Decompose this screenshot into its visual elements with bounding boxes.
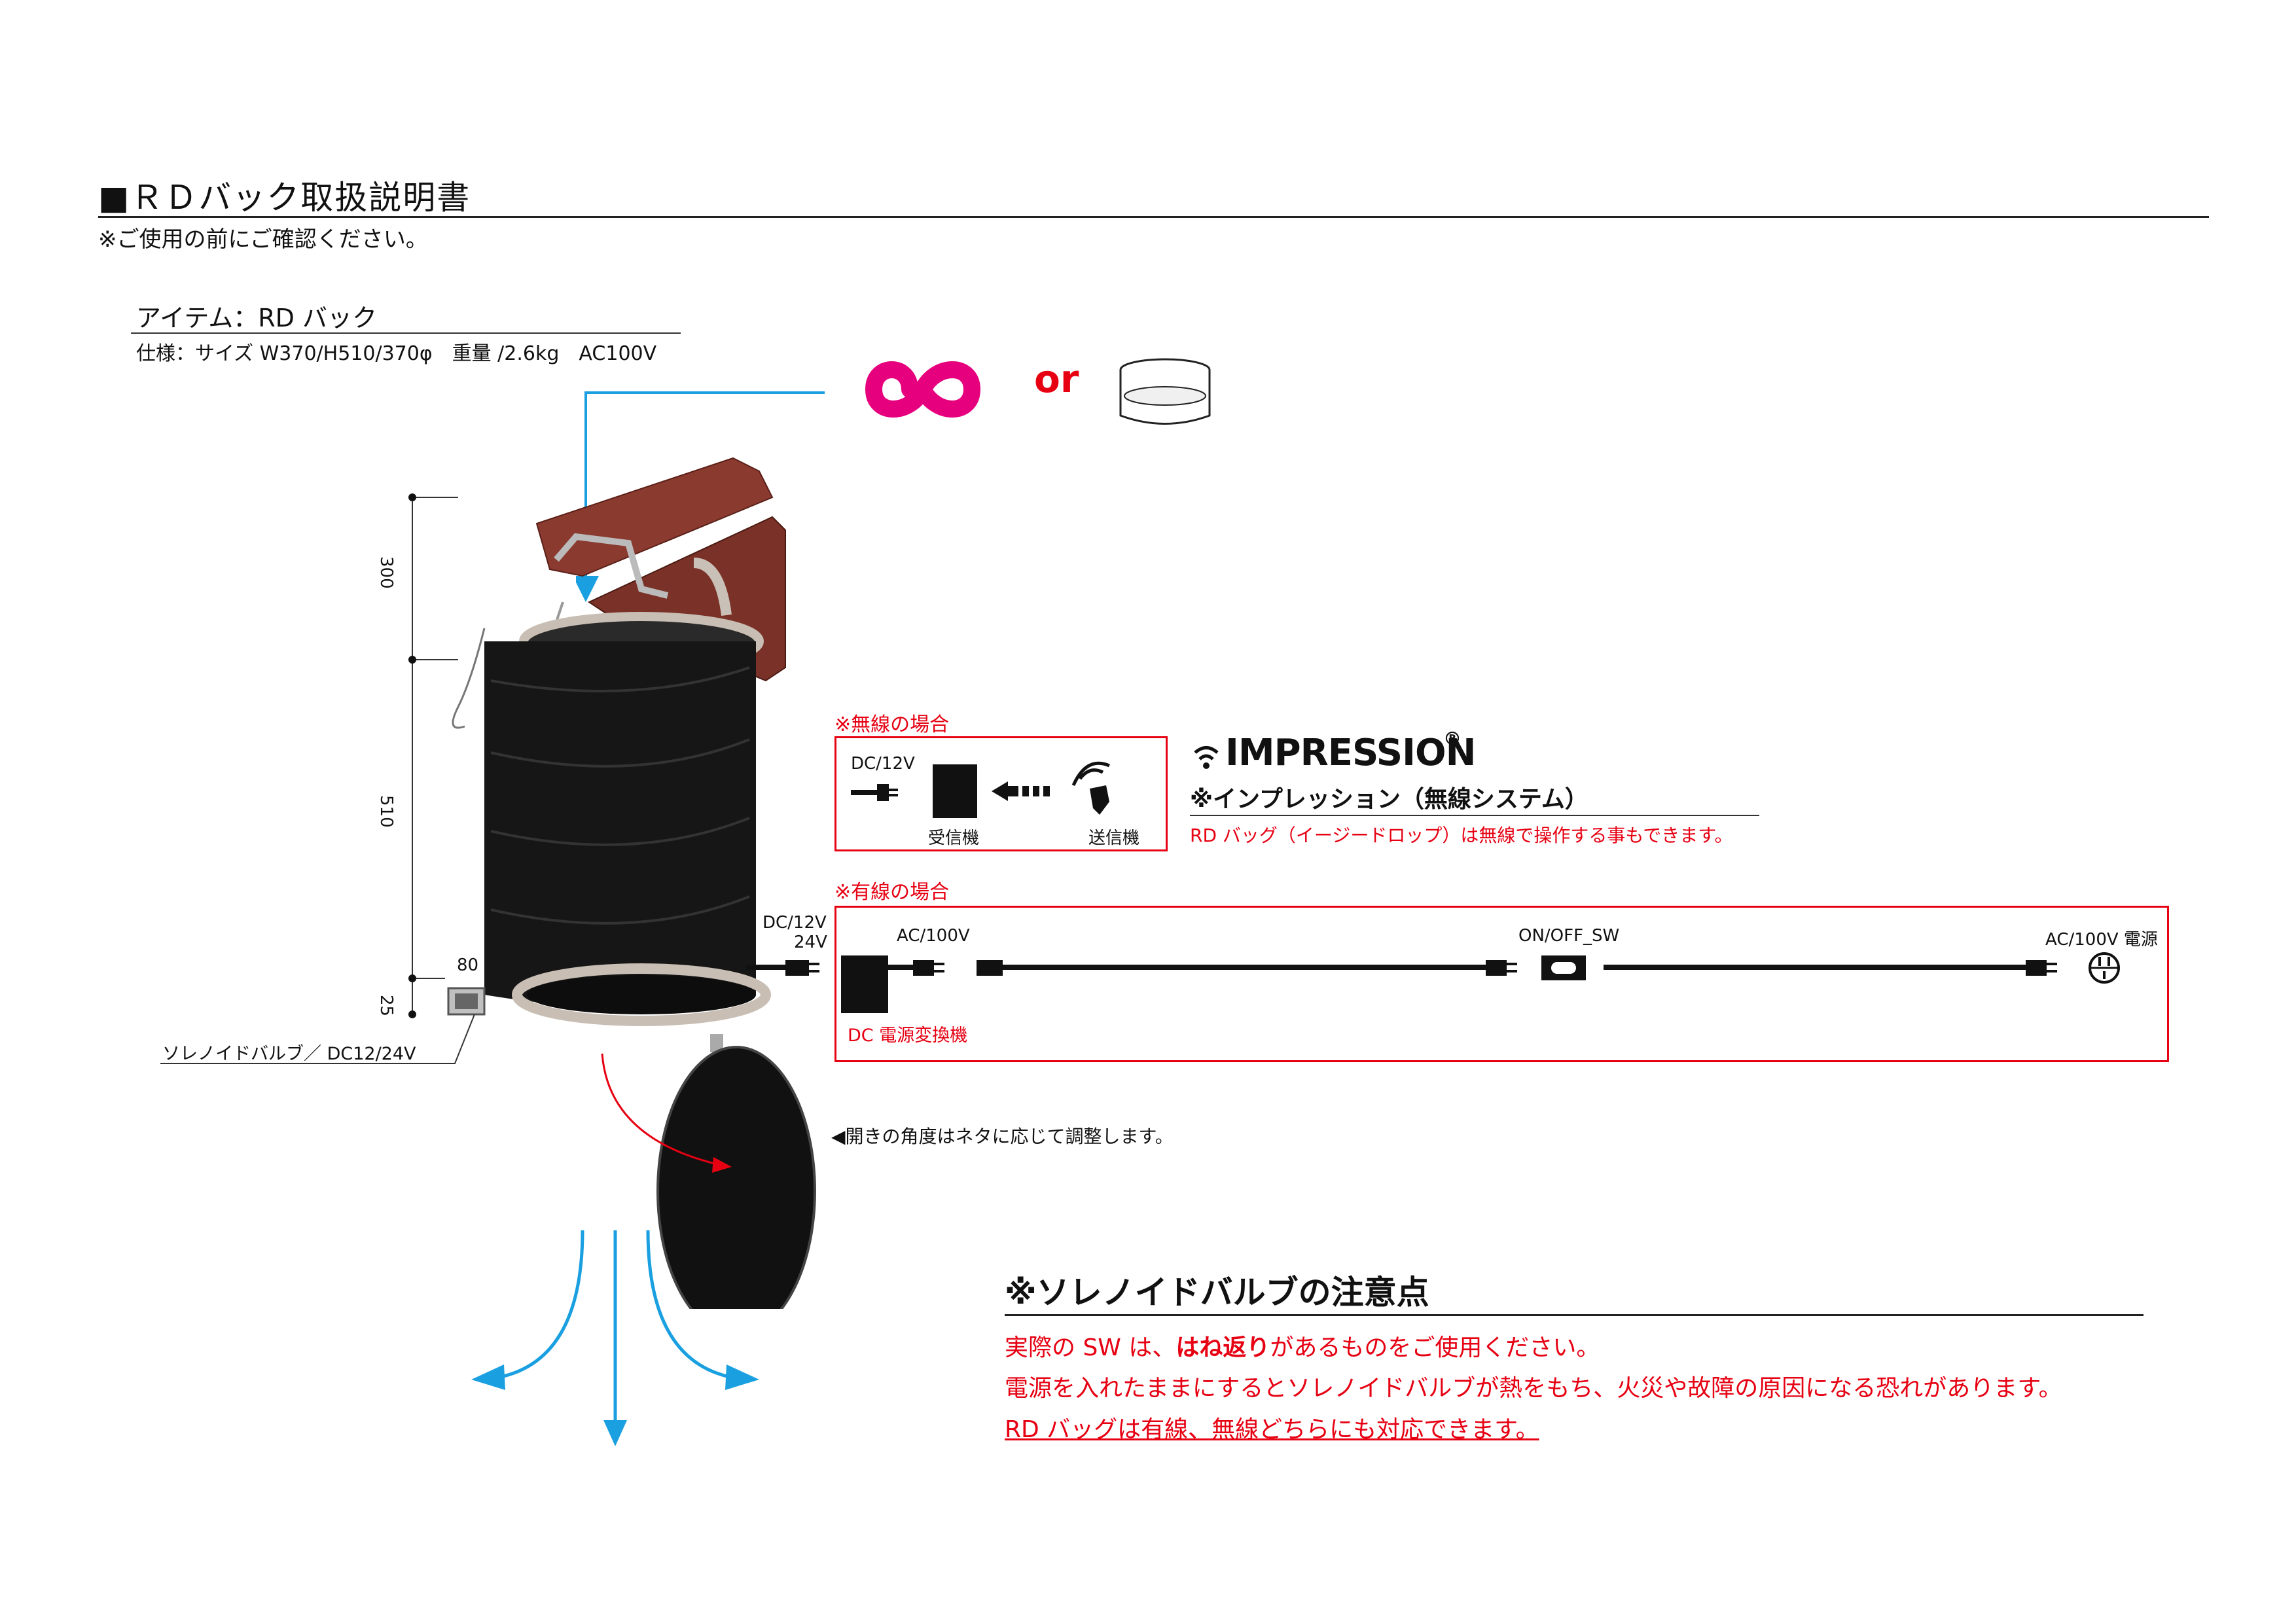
dc-converter-icon xyxy=(841,955,888,1013)
arrow-left-icon xyxy=(471,1364,505,1390)
arrow-right-icon xyxy=(725,1364,759,1390)
cap-icon xyxy=(1119,358,1211,425)
transmitter-icon xyxy=(1071,761,1110,815)
drop-arrows xyxy=(471,1230,759,1446)
rd-bag-illustration xyxy=(447,457,816,1309)
dimension-300: 300 xyxy=(376,556,396,589)
wireless-heading: ※無線の場合 xyxy=(834,713,950,736)
receiver-icon xyxy=(933,764,977,818)
item-divider xyxy=(131,332,681,334)
note-line1-bold: はね返り xyxy=(1175,1334,1270,1361)
wired-ac-label: AC/100V xyxy=(897,926,970,946)
signal-arrow-icon xyxy=(992,781,1050,801)
wired-box xyxy=(834,906,2169,1062)
solenoid-note-line2: 電源を入れたままにするとソレノイドバルブが熱をもち、火災や故障の原因になる恐れが… xyxy=(1005,1375,2062,1402)
solenoid-label: ソレノイドバルブ／ DC12/24V xyxy=(162,1044,416,1064)
solenoid-leader xyxy=(160,1014,475,1064)
note-line1-post: があるものをご使用ください。 xyxy=(1270,1334,1600,1361)
page-subtitle: ※ご使用の前にご確認ください。 xyxy=(98,226,428,253)
wired-dc-label-2: 24V xyxy=(794,933,827,952)
wireless-box xyxy=(834,736,1168,851)
or-label: or xyxy=(1034,357,1079,401)
switch-icon xyxy=(1541,955,1586,980)
receiver-label: 受信機 xyxy=(928,829,980,848)
page-title: ■ＲＤバック取扱説明書 xyxy=(98,179,471,217)
item-name: アイテム：RD バック xyxy=(136,304,377,332)
item-spec: 仕様：サイズ W370/H510/370φ 重量 /2.6kg AC100V xyxy=(136,342,657,365)
impression-divider xyxy=(1190,815,1759,816)
wireless-diagram xyxy=(851,761,1110,818)
note-line1-pre: 実際の SW は、 xyxy=(1005,1334,1176,1361)
rail xyxy=(535,457,774,577)
impression-logo: IMPRESSION xyxy=(1225,732,1476,774)
dimension-510: 510 xyxy=(376,795,396,828)
bag-lid xyxy=(656,1046,816,1309)
dimension-80: 80 xyxy=(457,955,479,975)
plug-icon xyxy=(1486,960,1517,976)
solenoid-note-line1: 実際の SW は、はね返りがあるものをご使用ください。 xyxy=(1005,1329,1600,1363)
impression-subtitle: ※インプレッション（無線システム） xyxy=(1190,786,1588,813)
converter-label: DC 電源変換機 xyxy=(848,1026,968,1046)
registered-mark: ® xyxy=(1443,728,1462,749)
wired-power-label: AC/100V 電源 xyxy=(2045,930,2158,950)
wired-dc-label-1: DC/12V xyxy=(762,913,827,933)
solenoid-notes-divider xyxy=(1005,1314,2144,1316)
wired-heading: ※有線の場合 xyxy=(834,881,950,904)
arrow-down-icon xyxy=(603,1420,627,1446)
top-options xyxy=(865,358,1211,425)
outlet-icon xyxy=(2089,952,2120,984)
wifi-icon xyxy=(1194,746,1219,769)
infinity-logo-icon xyxy=(865,361,981,418)
solenoid-note-line3: RD バッグは有線、無線どちらにも対応できます。 xyxy=(1005,1416,1539,1443)
wired-diagram xyxy=(746,952,2120,1013)
impression-note: RD バッグ（イージードロップ）は無線で操作する事もできます。 xyxy=(1190,825,1733,846)
title-divider xyxy=(98,216,2209,218)
plug-icon xyxy=(851,784,898,801)
solenoid-notes-heading: ※ソレノイドバルブの注意点 xyxy=(1005,1274,1429,1311)
plug-icon xyxy=(785,960,819,976)
transmitter-label: 送信機 xyxy=(1088,829,1140,848)
dimension-lines xyxy=(408,493,458,1018)
plug-icon xyxy=(913,960,944,976)
wireless-dc-label: DC/12V xyxy=(851,754,915,774)
plug-icon xyxy=(2026,960,2057,976)
open-angle-note: ◀開きの角度はネタに応じて調整します。 xyxy=(831,1126,1174,1147)
wired-switch-label: ON/OFF_SW xyxy=(1518,926,1620,946)
